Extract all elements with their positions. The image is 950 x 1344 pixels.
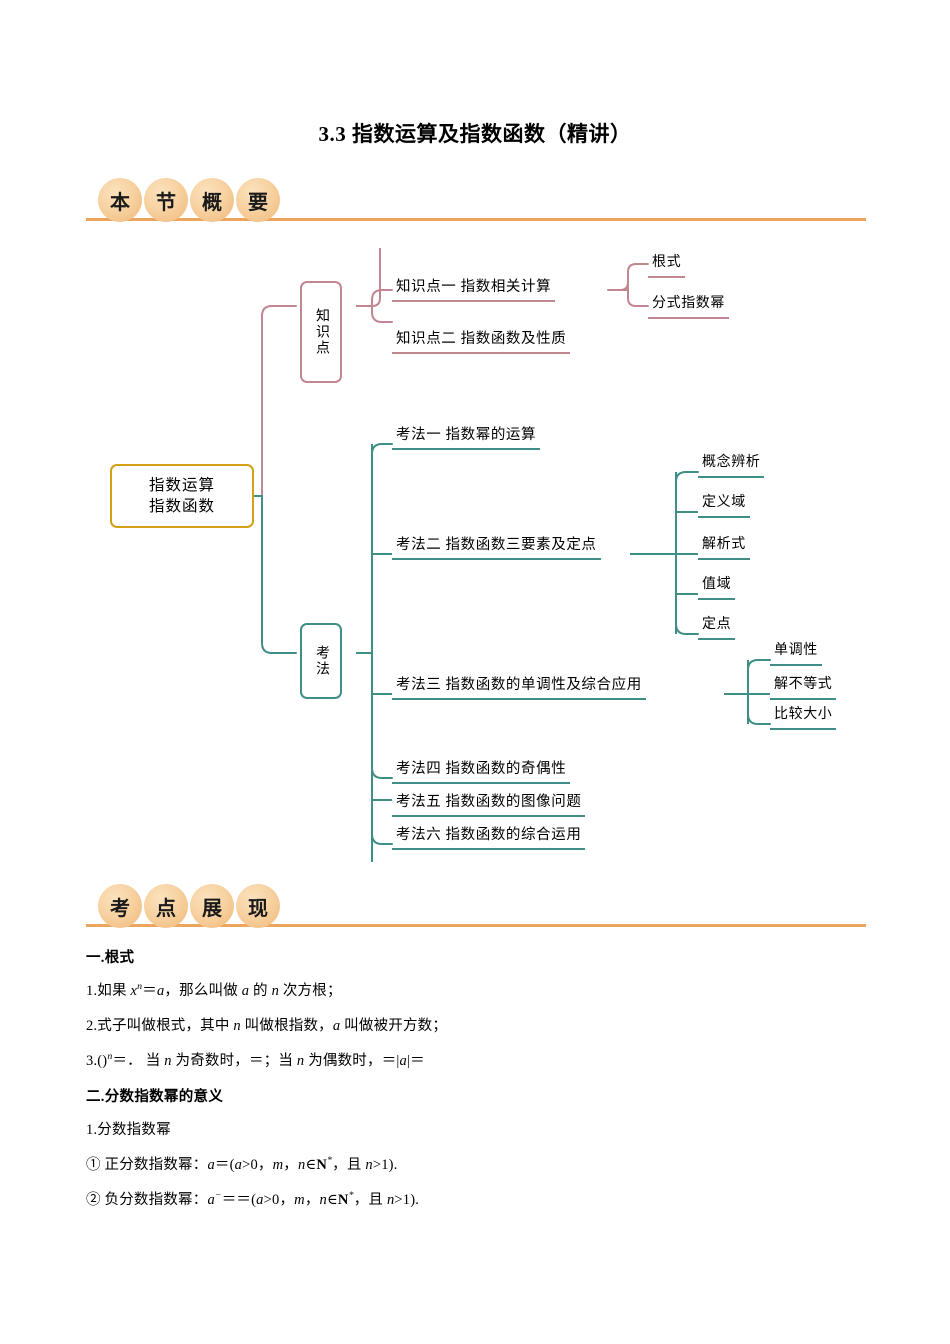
leaf-knowledge-2[interactable]: 知识点二 指数函数及性质: [392, 328, 571, 354]
leaf-method-4[interactable]: 考法四 指数函数的奇偶性: [392, 758, 571, 784]
badge-circle-group-exam-points: 考 点 展 现: [98, 884, 280, 928]
root-line-2: 指数函数: [148, 498, 215, 515]
badge-char-2: 节: [144, 178, 188, 222]
leaf-method-3[interactable]: 考法三 指数函数的单调性及综合应用: [392, 674, 646, 700]
content-line-1-1: 1.如果 xn＝a，那么叫做 a 的 n 次方根；: [86, 981, 342, 999]
leaf-method-1[interactable]: 考法一 指数幂的运算: [392, 424, 541, 450]
mindmap: 指数运算 指数函数 知识点 考法 知识点一 指数相关计算 知识点二 指数函数及性…: [0, 248, 950, 868]
leaf-knowledge-1-child-2[interactable]: 分式指数幂: [648, 293, 729, 319]
heading-part-one: 一.根式: [86, 950, 135, 966]
leaf-method-2-child-5[interactable]: 定点: [698, 614, 736, 640]
leaf-method-2-child-4[interactable]: 值域: [698, 574, 736, 600]
badge-char-4: 要: [236, 178, 280, 222]
content-line-1-2: 2.式子叫做根式，其中 n 叫做根指数，a 叫做被开方数；: [86, 1018, 448, 1034]
section-header-overview: 本 节 概 要: [86, 178, 866, 234]
content-line-1-3: 3.()n＝． 当 n 为奇数时，＝；当 n 为偶数时，＝|a|＝: [86, 1051, 425, 1069]
leaf-method-2-child-1[interactable]: 概念辨析: [698, 452, 765, 478]
badge-char-7: 展: [190, 884, 234, 928]
section-header-exam-points: 考 点 展 现: [86, 884, 866, 940]
leaf-method-2-child-2[interactable]: 定义域: [698, 492, 750, 518]
content-line-2-1: ① 正分数指数幂：a＝(a>0，m，n∈N*，且 n>1).: [86, 1155, 398, 1173]
content-line-2-2: ② 负分数指数幂：a−＝＝(a>0，m，n∈N*，且 n>1).: [86, 1190, 420, 1208]
badge-char-1: 本: [98, 178, 142, 222]
leaf-method-3-child-1[interactable]: 单调性: [770, 640, 822, 666]
root-line-1: 指数运算: [148, 477, 215, 494]
section-divider-rule-2: [86, 924, 866, 927]
leaf-method-3-child-3[interactable]: 比较大小: [770, 704, 837, 730]
leaf-method-2-child-3[interactable]: 解析式: [698, 534, 750, 560]
mindmap-branch-methods[interactable]: 考法: [300, 623, 342, 699]
leaf-knowledge-1[interactable]: 知识点一 指数相关计算: [392, 276, 556, 302]
leaf-method-5[interactable]: 考法五 指数函数的图像问题: [392, 791, 586, 817]
badge-char-8: 现: [236, 884, 280, 928]
mindmap-connectors: [248, 248, 771, 862]
subheading-part-two: 1.分数指数幂: [86, 1122, 171, 1138]
mindmap-branch-knowledge[interactable]: 知识点: [300, 281, 342, 383]
badge-circle-group-overview: 本 节 概 要: [98, 178, 280, 222]
content-part-two: 二.分数指数幂的意义 1.分数指数幂 ① 正分数指数幂：a＝(a>0，m，n∈N…: [86, 1085, 876, 1223]
badge-char-3: 概: [190, 178, 234, 222]
leaf-knowledge-1-child-1[interactable]: 根式: [648, 252, 686, 278]
leaf-method-2[interactable]: 考法二 指数函数三要素及定点: [392, 534, 601, 560]
page-title: 3.3 指数运算及指数函数（精讲）: [318, 122, 632, 146]
badge-char-6: 点: [144, 884, 188, 928]
leaf-method-3-child-2[interactable]: 解不等式: [770, 674, 837, 700]
leaf-method-6[interactable]: 考法六 指数函数的综合运用: [392, 824, 586, 850]
mindmap-root-node[interactable]: 指数运算 指数函数: [110, 464, 254, 528]
section-divider-rule: [86, 218, 866, 221]
content-part-one: 一.根式 1.如果 xn＝a，那么叫做 a 的 n 次方根； 2.式子叫做根式，…: [86, 946, 876, 1084]
heading-part-two: 二.分数指数幂的意义: [86, 1089, 224, 1105]
badge-char-5: 考: [98, 884, 142, 928]
